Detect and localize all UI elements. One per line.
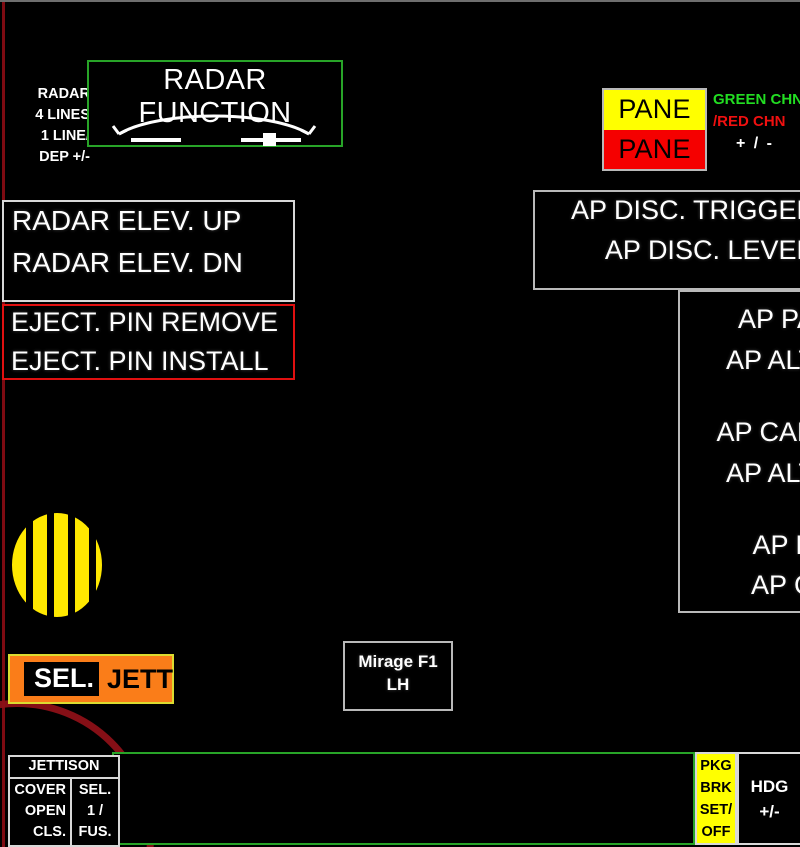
pane-green-button[interactable]: PANE — [604, 90, 705, 130]
bottom-status-bar[interactable] — [112, 752, 695, 845]
ap-g-label[interactable]: AP G — [750, 570, 800, 600]
left-edge-accent-line — [2, 2, 5, 847]
channel-plusminus-label: + / - — [735, 135, 774, 152]
channel-legend: GREEN CHN /RED CHN + / - — [713, 89, 800, 155]
radar-elev-dn-label[interactable]: RADAR ELEV. DN — [12, 247, 243, 278]
green-channel-label: GREEN CHN — [713, 91, 800, 108]
jettison-sel-column[interactable]: SEL. 1 / FUS. — [72, 779, 118, 845]
pkg-brk-line-4: OFF — [701, 824, 731, 840]
ap-alt-hold-label[interactable]: AP ALT — [725, 345, 800, 375]
jettison-cover-line-3: CLS. — [32, 824, 66, 840]
jettison-sel-line-2: 1 / — [86, 803, 104, 819]
ap-r-label[interactable]: AP R — [752, 530, 800, 560]
radar-slider-icon[interactable] — [89, 108, 341, 146]
jettison-cover-line-1: COVER — [14, 782, 66, 798]
pane-channel-group[interactable]: PANE PANE — [602, 88, 707, 171]
heading-adjust-box[interactable]: HDG +/- — [737, 752, 800, 845]
eject-pin-install-label[interactable]: EJECT. PIN INSTALL — [11, 346, 269, 376]
top-edge-divider — [0, 0, 800, 2]
eject-pin-box[interactable]: EJECT. PIN REMOVE EJECT. PIN INSTALL — [2, 304, 295, 380]
pane-red-button[interactable]: PANE — [604, 129, 705, 169]
hdg-label: HDG — [750, 776, 789, 796]
hdg-adjust-label: +/- — [759, 801, 780, 821]
aircraft-side-label: LH — [386, 675, 410, 694]
select-jettison-button[interactable]: SEL. JETT — [8, 654, 174, 704]
aircraft-identity-box: Mirage F1 LH — [343, 641, 453, 711]
ap-disc-trigger-label[interactable]: AP DISC. TRIGGER — [570, 195, 800, 225]
radar-legend-line-3: 1 LINE/ — [40, 128, 90, 144]
pkg-brk-line-3: SET/ — [699, 802, 733, 818]
radar-elevation-box[interactable]: RADAR ELEV. UP RADAR ELEV. DN — [2, 200, 295, 302]
jettison-table-title: JETTISON — [10, 757, 118, 779]
radar-elev-up-label[interactable]: RADAR ELEV. UP — [12, 205, 242, 236]
sel-jett-suffix: JETT — [107, 663, 174, 694]
jettison-cover-column[interactable]: COVER OPEN CLS. — [10, 779, 72, 845]
radar-legend: RADAR 4 LINES 1 LINE/ DEP +/- — [6, 84, 90, 168]
jettison-hazard-disc-icon[interactable] — [12, 513, 102, 617]
pkg-brk-line-1: PKG — [700, 758, 732, 774]
eject-pin-remove-label[interactable]: EJECT. PIN REMOVE — [11, 307, 279, 337]
radar-legend-line-2: 4 LINES — [35, 107, 90, 123]
ap-pa-label[interactable]: AP PA — [737, 304, 800, 334]
parking-brake-button[interactable]: PKG BRK SET/ OFF — [695, 752, 737, 845]
jettison-sel-line-3: FUS. — [78, 824, 112, 840]
aircraft-name-label: Mirage F1 — [358, 652, 438, 671]
radar-function-title: RADAR FUNCTION — [138, 64, 292, 129]
jettison-cover-line-2: OPEN — [24, 803, 66, 819]
red-channel-label: /RED CHN — [713, 113, 786, 130]
jettison-table[interactable]: JETTISON COVER OPEN CLS. SEL. 1 / FUS. — [8, 755, 120, 847]
radar-function-box[interactable]: RADAR FUNCTION — [87, 60, 343, 147]
ap-alt-sel-label[interactable]: AP ALT — [725, 458, 800, 488]
jettison-table-cells: COVER OPEN CLS. SEL. 1 / FUS. — [10, 779, 118, 845]
ap-disconnect-box[interactable]: AP DISC. TRIGGER AP DISC. LEVER — [533, 190, 800, 290]
radar-legend-line-4: DEP +/- — [39, 149, 90, 165]
radar-legend-line-1: RADAR — [37, 86, 90, 102]
ap-disc-lever-label[interactable]: AP DISC. LEVER — [604, 235, 800, 265]
jettison-sel-line-1: SEL. — [78, 782, 112, 798]
sel-jett-prefix: SEL. — [24, 661, 100, 697]
autopilot-mode-panel[interactable]: AP PA AP ALT AP CAP AP ALT AP R AP G — [678, 290, 800, 613]
ap-cap-label[interactable]: AP CAP — [716, 417, 800, 447]
pkg-brk-line-2: BRK — [700, 780, 732, 796]
